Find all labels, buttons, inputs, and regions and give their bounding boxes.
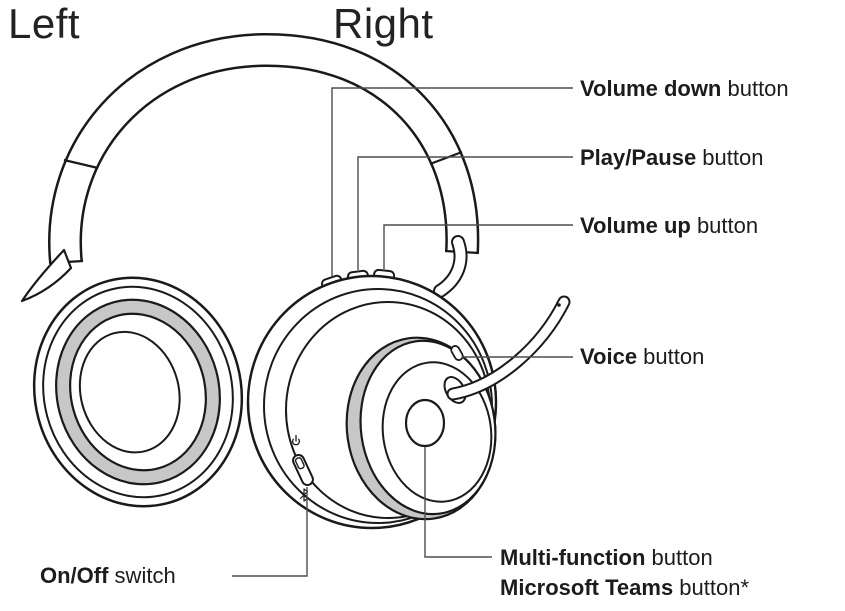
multi-function-label-rest: button — [645, 545, 713, 570]
multi-function-label-line: Multi-function button — [500, 543, 749, 573]
play-pause-label: Play/Pause button — [580, 143, 763, 173]
callout-line-multi-function — [424, 447, 492, 558]
callout-line-on-off — [232, 487, 308, 577]
callout-line-volume-down — [331, 87, 573, 276]
voice-button — [450, 345, 464, 361]
callout-line-play-pause — [357, 156, 573, 270]
right-ear-label: Right — [333, 0, 434, 47]
volume-up-label: Volume up button — [580, 211, 758, 241]
on-off-label-bold: On/Off — [40, 563, 109, 588]
multi-function-label-bold: Multi-function — [500, 545, 646, 570]
play-pause-label-rest: button — [696, 145, 764, 170]
on-off-label-rest: switch — [108, 563, 176, 588]
on-off-label: On/Off switch — [40, 561, 176, 591]
volume-up-label-rest: button — [690, 213, 759, 238]
microsoft-teams-label-bold: Microsoft Teams — [500, 575, 674, 600]
callout-line-volume-up — [383, 224, 573, 269]
left-ear-label: Left — [8, 0, 81, 47]
boom-mic — [443, 295, 571, 404]
multi-function-label: Multi-function button Microsoft Teams bu… — [500, 543, 749, 603]
volume-down-label-bold: Volume down — [580, 76, 722, 101]
on-off-switch — [292, 453, 314, 487]
voice-label-bold: Voice — [580, 344, 638, 369]
callout-lines — [232, 87, 573, 577]
play-pause-label-bold: Play/Pause — [580, 145, 697, 170]
microsoft-teams-label-rest: button* — [673, 575, 750, 600]
volume-down-label-rest: button — [721, 76, 789, 101]
power-icon — [292, 434, 300, 446]
left-yoke — [20, 248, 73, 303]
voice-label-rest: button — [637, 344, 705, 369]
headband-seam-right — [429, 150, 463, 166]
volume-down-label: Volume down button — [580, 74, 789, 104]
microsoft-teams-label-line: Microsoft Teams button* — [500, 573, 749, 603]
right-yoke — [433, 235, 468, 298]
mic-hole-icon — [557, 303, 561, 307]
right-earcup — [246, 268, 498, 530]
voice-label: Voice button — [580, 342, 704, 372]
multi-function-button — [404, 398, 446, 448]
volume-up-label-bold: Volume up — [580, 213, 691, 238]
left-earcup — [32, 276, 244, 508]
headband-seam-left — [63, 158, 99, 170]
